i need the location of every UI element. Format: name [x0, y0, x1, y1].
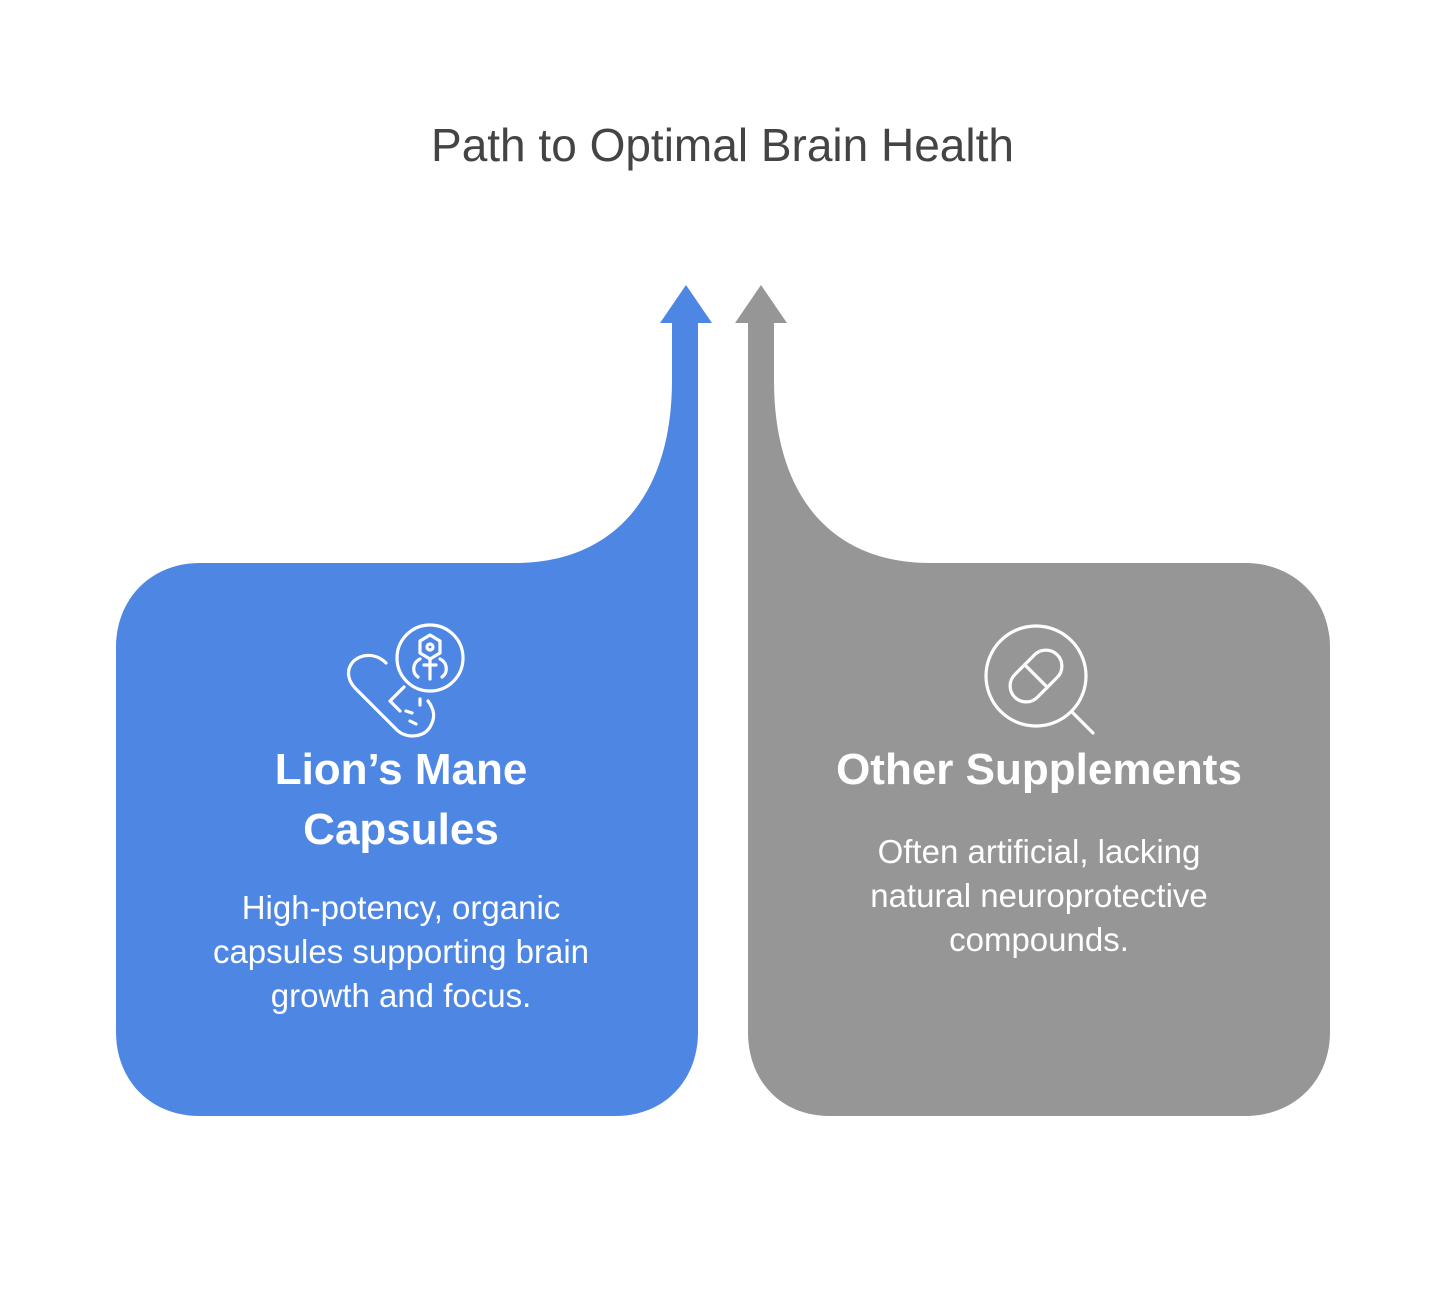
description-line: High-potency, organic: [241, 889, 561, 926]
option-description: High-potency, organic capsules supportin…: [150, 886, 652, 1018]
option-description: Often artificial, lacking natural neurop…: [780, 830, 1298, 962]
option-heading: Lion’s Mane Capsules: [150, 740, 652, 860]
description-line: growth and focus.: [270, 977, 532, 1014]
left-path-shape: [116, 285, 712, 1116]
heading-line: Capsules: [303, 805, 499, 854]
option-card-other-supplements: Other Supplements Often artificial, lack…: [780, 740, 1298, 962]
option-heading: Other Supplements: [780, 740, 1298, 800]
description-line: capsules supporting brain: [212, 933, 590, 970]
diagram-title: Path to Optimal Brain Health: [431, 119, 1014, 171]
option-card-lions-mane: Lion’s Mane Capsules High-potency, organ…: [150, 740, 652, 1018]
heading-line: Other Supplements: [836, 745, 1242, 794]
heading-line: Lion’s Mane: [274, 745, 528, 794]
description-line: compounds.: [949, 921, 1129, 958]
description-line: Often artificial, lacking: [877, 833, 1201, 870]
pill-magnifier-icon: [984, 624, 1095, 735]
description-line: natural neuroprotective: [870, 877, 1208, 914]
capsule-neuron-icon: [346, 623, 465, 738]
